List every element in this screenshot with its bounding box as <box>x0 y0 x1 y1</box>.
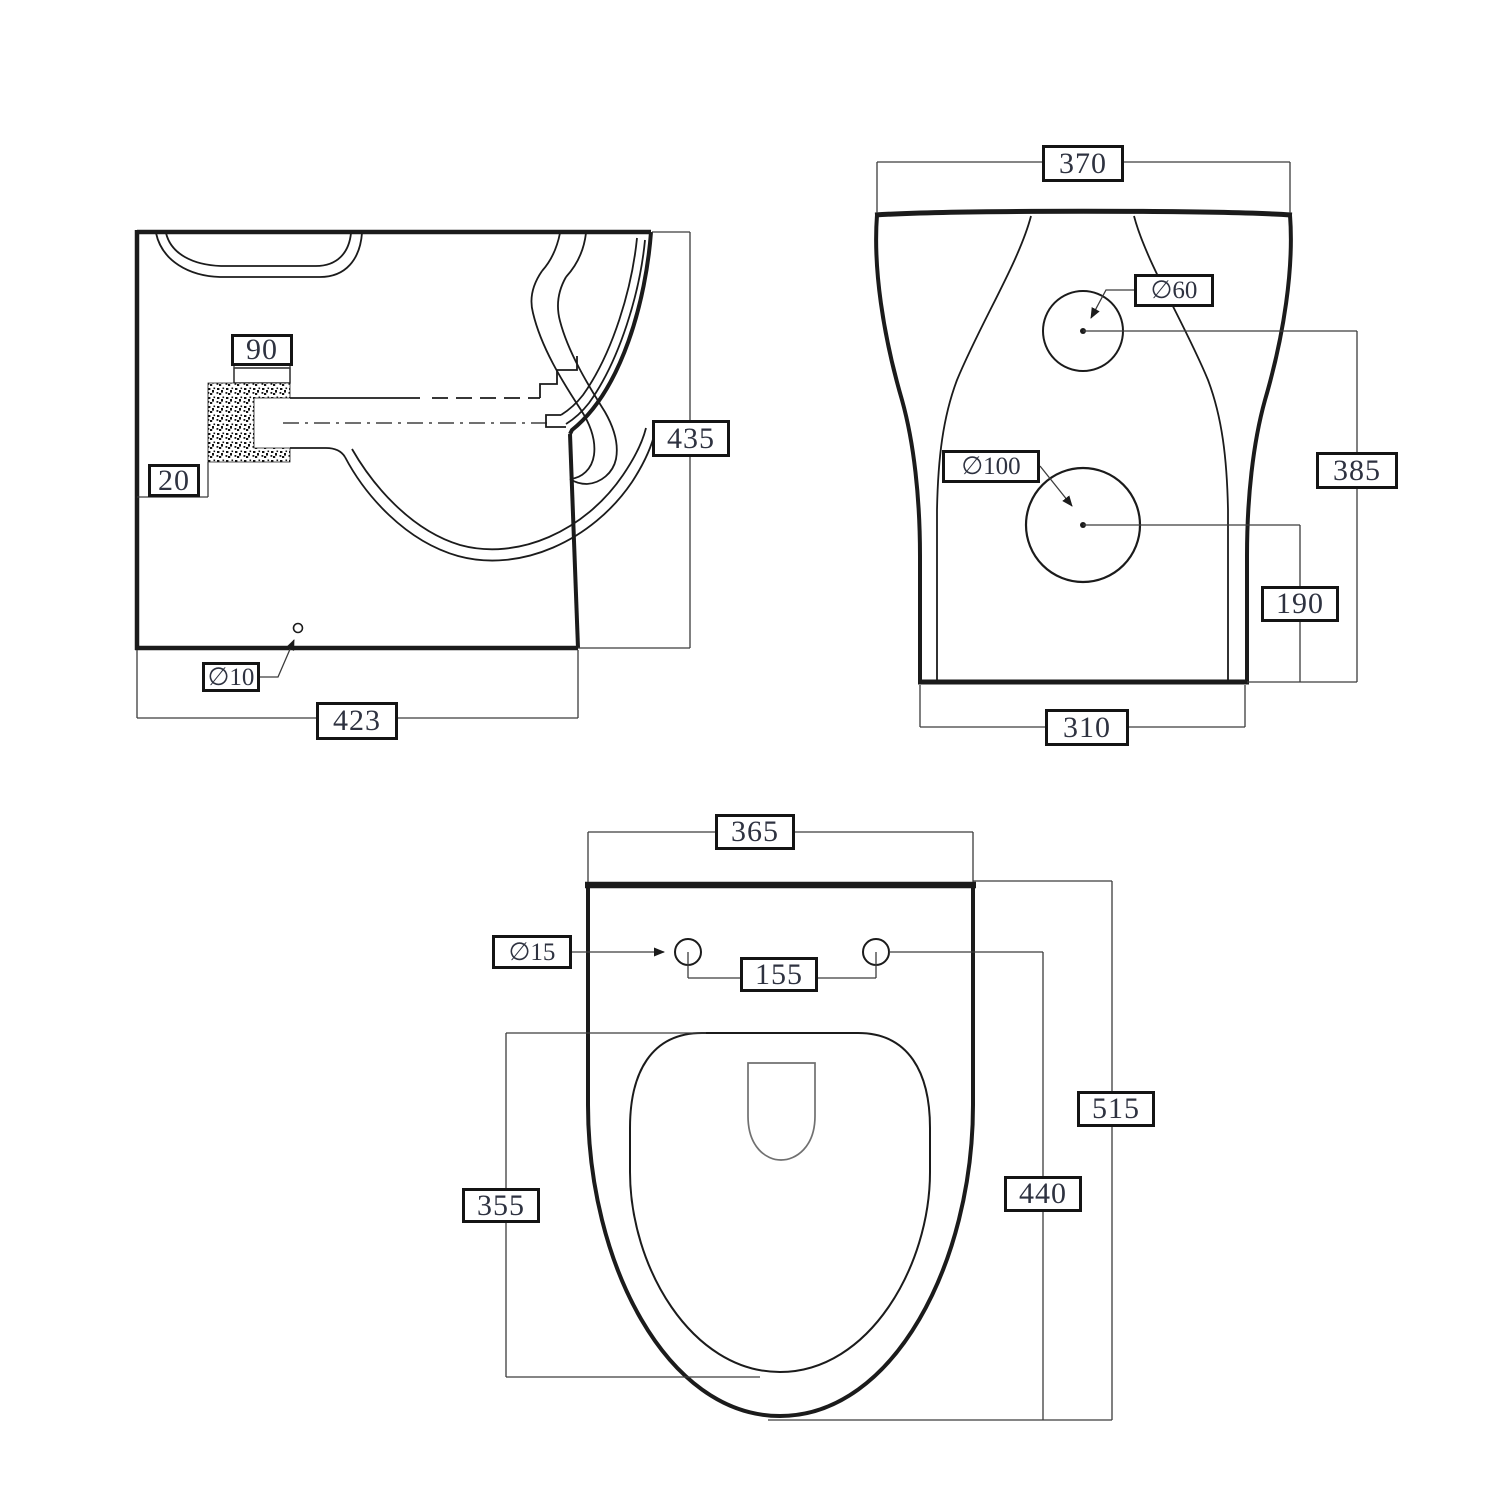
downchannel-right-wall <box>557 276 618 485</box>
inlet-arch-outer <box>155 232 363 278</box>
dim-label-overall-length-515: 515 <box>1077 1091 1155 1127</box>
side-front-edge <box>568 433 580 649</box>
dim-label-wall-offset: 20 <box>148 464 200 497</box>
dim-label-height-435: 435 <box>652 420 730 457</box>
side-section-view <box>134 229 691 719</box>
inlet-stub-left <box>541 232 561 272</box>
bowl-surface-inner <box>351 427 647 551</box>
dim-label-base-width-310: 310 <box>1045 709 1129 746</box>
rear-outline-right <box>1245 214 1293 681</box>
rear-outline-top <box>874 208 1293 218</box>
leader-hole10 <box>260 639 295 678</box>
dim-label-hole-dia-60: ∅60 <box>1134 274 1214 307</box>
rear-view <box>874 161 1358 728</box>
spigot-bore-bottom <box>290 447 346 458</box>
bowl-surface-outer <box>344 431 656 562</box>
rim-inner-curve-a <box>565 239 646 425</box>
side-rim-outer-curve <box>568 231 653 435</box>
dim-label-top-width-370: 370 <box>1042 145 1124 182</box>
rear-dimension-lines <box>876 161 1358 728</box>
side-interior-lines <box>155 232 656 562</box>
floor-fixing-hole <box>292 622 304 634</box>
flush-water-outlet <box>747 1062 816 1161</box>
dim-label-width-365: 365 <box>715 814 795 850</box>
leader-hole60 <box>1090 289 1134 319</box>
dim-label-hole-dia-100: ∅100 <box>942 450 1040 483</box>
spigot-socket-rect <box>233 367 291 384</box>
spigot-hatch-block <box>207 382 291 463</box>
inlet-arch-inner <box>165 232 352 267</box>
plan-dimension-lines <box>505 831 1113 1421</box>
dim-label-spacing-155: 155 <box>740 957 818 992</box>
inlet-stub-right <box>565 232 587 278</box>
dim-label-bowl-length-440: 440 <box>1004 1176 1082 1212</box>
rim-notch-step <box>545 414 566 428</box>
plan-view <box>505 831 1113 1421</box>
seat-opening <box>629 1032 931 1374</box>
rear-inner-right <box>1133 215 1229 681</box>
dim-label-hole-dia-15: ∅15 <box>492 935 572 969</box>
downchannel-left-wall <box>530 270 596 480</box>
dim-label-height-190: 190 <box>1261 586 1339 622</box>
lid-outline <box>586 885 975 1419</box>
dim-label-depth-423: 423 <box>316 702 398 740</box>
rim-inner-curve-b <box>560 237 638 416</box>
leader-hole100 <box>1039 465 1073 507</box>
dim-label-inner-length-355: 355 <box>462 1188 540 1223</box>
dim-label-spigot-width: 90 <box>231 334 293 366</box>
rear-inner-left <box>936 215 1032 681</box>
dim-label-hole-dia-10: ∅10 <box>202 662 260 692</box>
spigot-staircase <box>539 356 578 398</box>
dim-label-height-385: 385 <box>1316 452 1398 489</box>
rear-outline-left <box>874 214 922 681</box>
spout-tip <box>569 478 588 485</box>
